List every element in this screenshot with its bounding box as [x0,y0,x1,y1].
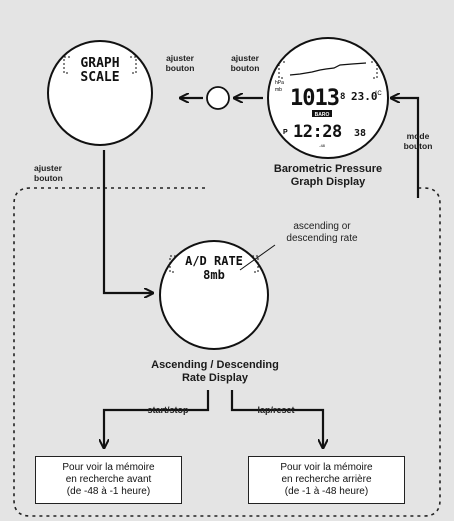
pressure-value: 1013 [290,86,339,111]
ad-rate-watch: A/D RATE 8mb [159,240,269,350]
arrow-left-watch-to-center [102,150,152,293]
ajuster-bouton-right-label: ajuster bouton [230,53,260,73]
memory-backward-box: Pour voir la mémoire en recherche arrièr… [248,456,405,504]
arrow-start-stop [104,390,210,447]
graph-scale-watch: GRAPH SCALE [47,40,153,146]
annotation-leader [239,244,276,271]
baro-badge: BARO [315,112,330,118]
pressure-graph-line [289,62,367,76]
arrow-mode-to-barometric [392,98,420,198]
barometric-caption: Barometric Pressure Graph Display [273,163,383,188]
unit-hpa: hPa [275,80,284,86]
pressure-decimal: 8 [340,92,345,102]
mode-bouton-label: mode bouton [403,131,433,151]
ad-rate-line2: 8mb [203,268,225,282]
pm-marker: P [283,129,288,136]
ad-rate-line1: A/D RATE [185,254,243,268]
graph-scale-line2: SCALE [80,70,119,85]
ajuster-bouton-left-label: ajuster bouton [165,53,195,73]
ascending-caption: Ascending / Descending Rate Display [151,359,279,384]
graph-scale-line1: GRAPH [80,56,119,71]
time-value: 12:28 [293,122,342,142]
ascending-annotation: ascending or descending rate [286,221,358,244]
temperature-value: 23.0 [351,90,378,103]
memory-forward-box: Pour voir la mémoire en recherche avant … [35,456,182,504]
lap-reset-label: lap/reset [257,405,295,415]
barometric-watch: hPa mb 1013 8 23.0 °C BARO P 12:28 38 -4… [267,37,389,159]
adjust-button-icon[interactable] [206,86,230,110]
unit-mb: mb [275,87,282,93]
seconds-value: 38 [354,128,366,139]
start-stop-label: start/stop [147,405,189,415]
mode-region-border [13,187,441,517]
temp-unit: °C [375,91,382,97]
small-mark: -48 [319,143,326,148]
ajuster-bouton-side-label: ajuster bouton [34,163,63,183]
arrow-lap-reset [230,390,323,447]
